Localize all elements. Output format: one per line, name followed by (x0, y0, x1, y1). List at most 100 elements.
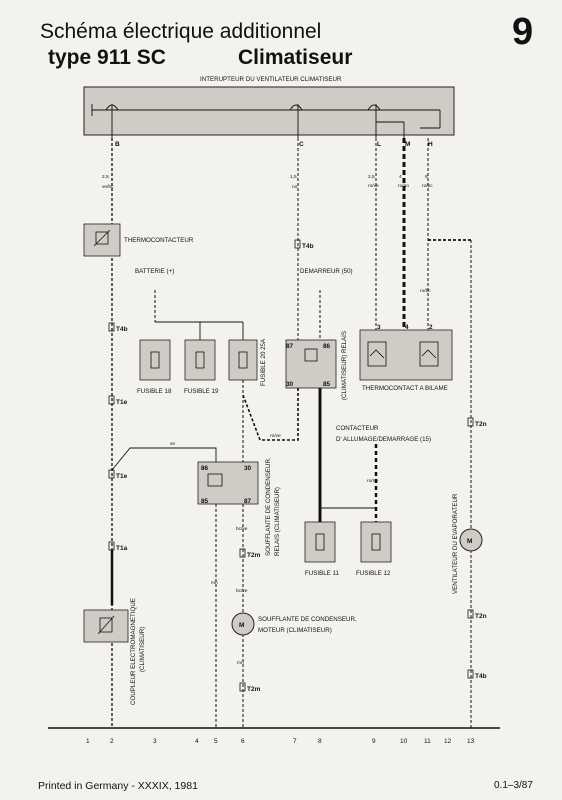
svg-text:ve/bc: ve/bc (102, 184, 114, 190)
svg-text:T1e: T1e (116, 473, 128, 480)
bimetal-thermocontact (359, 329, 453, 381)
svg-text:ro/ve: ro/ve (368, 183, 379, 189)
diagram-title: Schéma électrique additionnel (40, 20, 322, 43)
clutch-label: COUPLEUR ELECTROMAGNETIQUE (130, 598, 137, 705)
svg-text:T4b: T4b (116, 326, 128, 333)
svg-text:1: 1 (86, 738, 90, 745)
svg-text:mn: mn (211, 581, 218, 586)
svg-text:T1e: T1e (116, 399, 128, 406)
svg-text:ro/bc: ro/bc (422, 183, 433, 189)
fuse-19 (184, 339, 216, 381)
svg-text:87: 87 (244, 498, 252, 505)
svg-text:2: 2 (429, 324, 433, 331)
document-code: 0.1–3/87 (494, 780, 533, 791)
svg-text:T2n: T2n (475, 613, 487, 620)
svg-text:M: M (467, 538, 472, 545)
svg-text:86: 86 (323, 343, 331, 350)
switch-housing (83, 86, 455, 136)
magnetic-clutch (83, 609, 129, 643)
svg-text:M: M (239, 622, 244, 629)
svg-text:T2m: T2m (247, 552, 261, 559)
condenser-relay-label: SOUFFLANTE DE CONDENSEUR, (265, 457, 272, 556)
svg-text:10: 10 (400, 738, 408, 745)
svg-text:bc/ve: bc/ve (236, 588, 248, 594)
svg-text:ro/no: ro/no (367, 478, 378, 484)
svg-text:3: 3 (377, 324, 381, 331)
battery-label: BATTERIE (+) (135, 268, 174, 275)
terminal-c: C (299, 141, 304, 148)
svg-text:30: 30 (244, 465, 252, 472)
svg-text:ro/bc: ro/bc (420, 288, 431, 294)
thermocontact-box (83, 223, 121, 257)
thermocontact-label: THERMOCONTACTEUR (124, 237, 194, 244)
svg-text:T2n: T2n (475, 421, 487, 428)
svg-text:85: 85 (323, 381, 331, 388)
svg-text:no: no (292, 185, 298, 190)
svg-text:87: 87 (286, 343, 294, 350)
svg-text:T2m: T2m (247, 686, 261, 693)
svg-text:11: 11 (424, 738, 431, 745)
page-number: 9 (512, 11, 534, 53)
svg-text:T1a: T1a (116, 545, 128, 552)
svg-text:(CLIMATISEUR): (CLIMATISEUR) (139, 627, 146, 672)
switch-contact-l (367, 104, 381, 111)
svg-text:2,5: 2,5 (368, 174, 375, 180)
svg-text:86: 86 (201, 465, 209, 472)
svg-text:ro/no: ro/no (398, 183, 409, 189)
svg-text:9: 9 (372, 738, 376, 745)
svg-text:ro/ve: ro/ve (270, 433, 281, 439)
evap-fan-label: VENTILATEUR DU EVAPORATEUR (452, 493, 459, 594)
switch-contact-c (289, 104, 303, 111)
svg-text:T4b: T4b (475, 673, 487, 680)
ac-relay (285, 339, 337, 389)
starter-label: DEMARREUR (50) (300, 268, 353, 275)
svg-text:4: 4 (399, 174, 402, 180)
printed-note: Printed in Germany - XXXIX, 1981 (38, 780, 198, 792)
svg-text:3: 3 (153, 738, 157, 745)
svg-text:bc/ve: bc/ve (236, 526, 248, 532)
ignition-label-2: D' ALLUMAGE/DEMARRAGE (15) (336, 436, 431, 443)
bimetal-label: THERMOCONTACT A BILAME (362, 385, 448, 392)
svg-text:4: 4 (405, 324, 409, 331)
fuse-11-label: FUSIBLE 11 (305, 570, 339, 577)
column-numbers: 1 2 3 4 5 6 7 8 9 10 11 12 13 (86, 738, 475, 745)
switch-label: INTERUPTEUR DU VENTILATEUR CLIMATISEUR (200, 76, 342, 83)
thermocontact-icon (95, 231, 109, 245)
svg-text:2: 2 (110, 738, 114, 745)
terminal-m: M (405, 141, 410, 148)
terminal-b: B (115, 141, 120, 148)
svg-text:mn: mn (237, 661, 244, 666)
ignition-label: CONTACTEUR (336, 425, 379, 432)
svg-text:MOTEUR (CLIMATISEUR): MOTEUR (CLIMATISEUR) (258, 627, 332, 634)
fuse-20-label: FUSIBLE 20 25A (260, 338, 267, 386)
svg-text:7: 7 (293, 738, 297, 745)
svg-text:13: 13 (467, 738, 475, 745)
fuse-18-label: FUSIBLE 18 (137, 388, 172, 395)
svg-text:1,5: 1,5 (290, 174, 297, 180)
terminal-h: H (428, 141, 433, 148)
fuse-18 (139, 339, 171, 381)
fuse-11 (304, 521, 336, 563)
fuse-12-label: FUSIBLE 12 (356, 570, 391, 577)
connector-markers: T4b T4b T1e T1e T1a T2m T2m T2n T2n T4b (108, 239, 487, 693)
svg-text:85: 85 (201, 498, 209, 505)
system-name: Climatiseur (238, 46, 353, 69)
fuse-20 (228, 339, 258, 381)
svg-text:5: 5 (214, 738, 218, 745)
fuse-12 (360, 521, 392, 563)
svg-text:T4b: T4b (302, 243, 314, 250)
svg-text:6: 6 (425, 174, 428, 180)
fuse-19-label: FUSIBLE 19 (184, 388, 219, 395)
condenser-motor-icon (231, 612, 255, 636)
svg-text:2,5: 2,5 (102, 174, 109, 180)
svg-text:8: 8 (318, 738, 322, 745)
condenser-motor-label: SOUFFLANTE DE CONDENSEUR, (258, 616, 357, 623)
ac-relay-label: (CLIMATISEUR) RELAIS (341, 331, 348, 400)
svg-text:ve: ve (170, 442, 175, 447)
svg-text:4: 4 (195, 738, 199, 745)
relay-fuse-link (242, 388, 299, 441)
vehicle-type: type 911 SC (48, 46, 166, 69)
evap-fan-motor-icon (459, 528, 483, 552)
svg-text:RELAIS (CLIMATISEUR): RELAIS (CLIMATISEUR) (274, 487, 281, 556)
